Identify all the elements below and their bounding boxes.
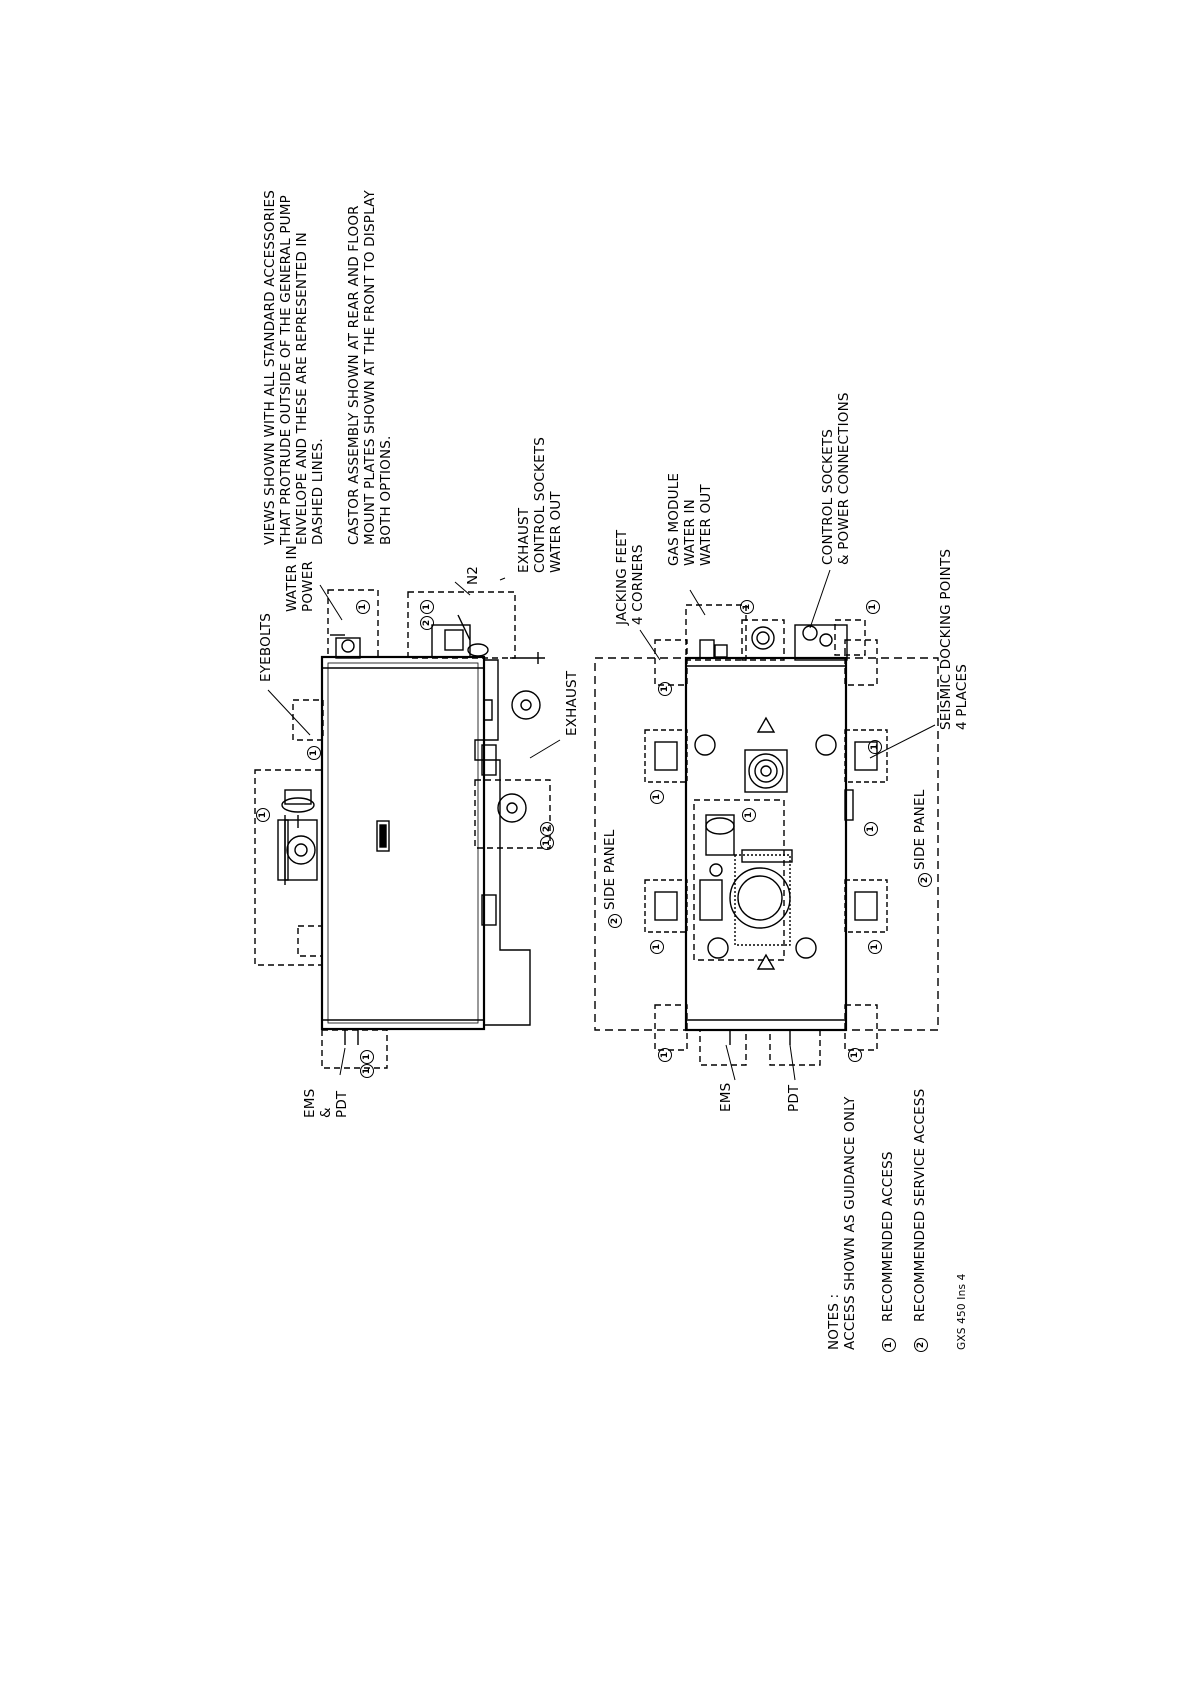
access-1-symbol: 1 bbox=[356, 600, 370, 614]
n2-label: N2 bbox=[465, 565, 481, 585]
exhaust-control-water-label: EXHAUST CONTROL SOCKETS WATER OUT bbox=[516, 436, 564, 573]
legend-item2: RECOMMENDED SERVICE ACCESS bbox=[912, 1088, 928, 1322]
water-in-power-label: WATER IN POWER bbox=[284, 545, 316, 612]
legend-item1-symbol: 1 bbox=[882, 1338, 896, 1352]
access-2-symbol: 2 bbox=[918, 873, 932, 887]
access-1-symbol: 1 bbox=[540, 836, 554, 850]
access-1-symbol: 1 bbox=[742, 808, 756, 822]
gas-module-label: GAS MODULE WATER IN WATER OUT bbox=[666, 472, 714, 566]
jacking-feet-label: JACKING FEET 4 CORNERS bbox=[614, 529, 646, 625]
access-1-symbol: 1 bbox=[866, 600, 880, 614]
seismic-label: SEISMIC DOCKING POINTS 4 PLACES bbox=[938, 548, 970, 730]
access-1-symbol: 1 bbox=[868, 940, 882, 954]
side-panel-top-label: SIDE PANEL bbox=[602, 829, 618, 910]
access-1-symbol: 1 bbox=[650, 940, 664, 954]
access-1-symbol: 1 bbox=[864, 822, 878, 836]
eyebolts-label: EYEBOLTS bbox=[258, 612, 274, 682]
drawing-reference: GXS 450 Ins 4 bbox=[956, 1273, 968, 1350]
access-1-symbol: 1 bbox=[740, 600, 754, 614]
pdt-label: PDT bbox=[786, 1084, 802, 1112]
access-1-symbol: 1 bbox=[307, 746, 321, 760]
views-note: VIEWS SHOWN WITH ALL STANDARD ACCESSORIE… bbox=[262, 190, 326, 545]
access-2-symbol: 2 bbox=[420, 616, 434, 630]
access-1-symbol: 1 bbox=[360, 1050, 374, 1064]
access-1-symbol: 1 bbox=[420, 600, 434, 614]
exhaust-label: EXHAUST bbox=[564, 670, 580, 736]
control-power-label: CONTROL SOCKETS & POWER CONNECTIONS bbox=[820, 392, 852, 565]
access-1-symbol: 1 bbox=[256, 808, 270, 822]
legend-item2-symbol: 2 bbox=[914, 1338, 928, 1352]
bottom-view-pump bbox=[594, 604, 939, 1066]
access-1-symbol: 1 bbox=[658, 682, 672, 696]
access-2-symbol: 2 bbox=[608, 914, 622, 928]
access-1-symbol: 1 bbox=[848, 1048, 862, 1062]
side-panel-bottom-label: SIDE PANEL bbox=[912, 789, 928, 870]
top-view-leaders bbox=[267, 577, 561, 1076]
legend-item1: RECOMMENDED ACCESS bbox=[880, 1151, 896, 1322]
ems-pdt-label: EMS & PDT bbox=[302, 1088, 350, 1118]
access-1-symbol: 1 bbox=[360, 1064, 374, 1078]
access-1-symbol: 1 bbox=[650, 790, 664, 804]
legend-notes: NOTES : ACCESS SHOWN AS GUIDANCE ONLY bbox=[826, 1096, 858, 1350]
access-1-symbol: 1 bbox=[868, 740, 882, 754]
bottom-view-leaders bbox=[639, 569, 936, 1081]
ems-label: EMS bbox=[718, 1082, 734, 1112]
top-view-pump bbox=[254, 589, 551, 1069]
access-1-symbol: 1 bbox=[658, 1048, 672, 1062]
castor-note: CASTOR ASSEMBLY SHOWN AT REAR AND FLOOR … bbox=[346, 190, 394, 545]
access-2-symbol: 2 bbox=[540, 822, 554, 836]
